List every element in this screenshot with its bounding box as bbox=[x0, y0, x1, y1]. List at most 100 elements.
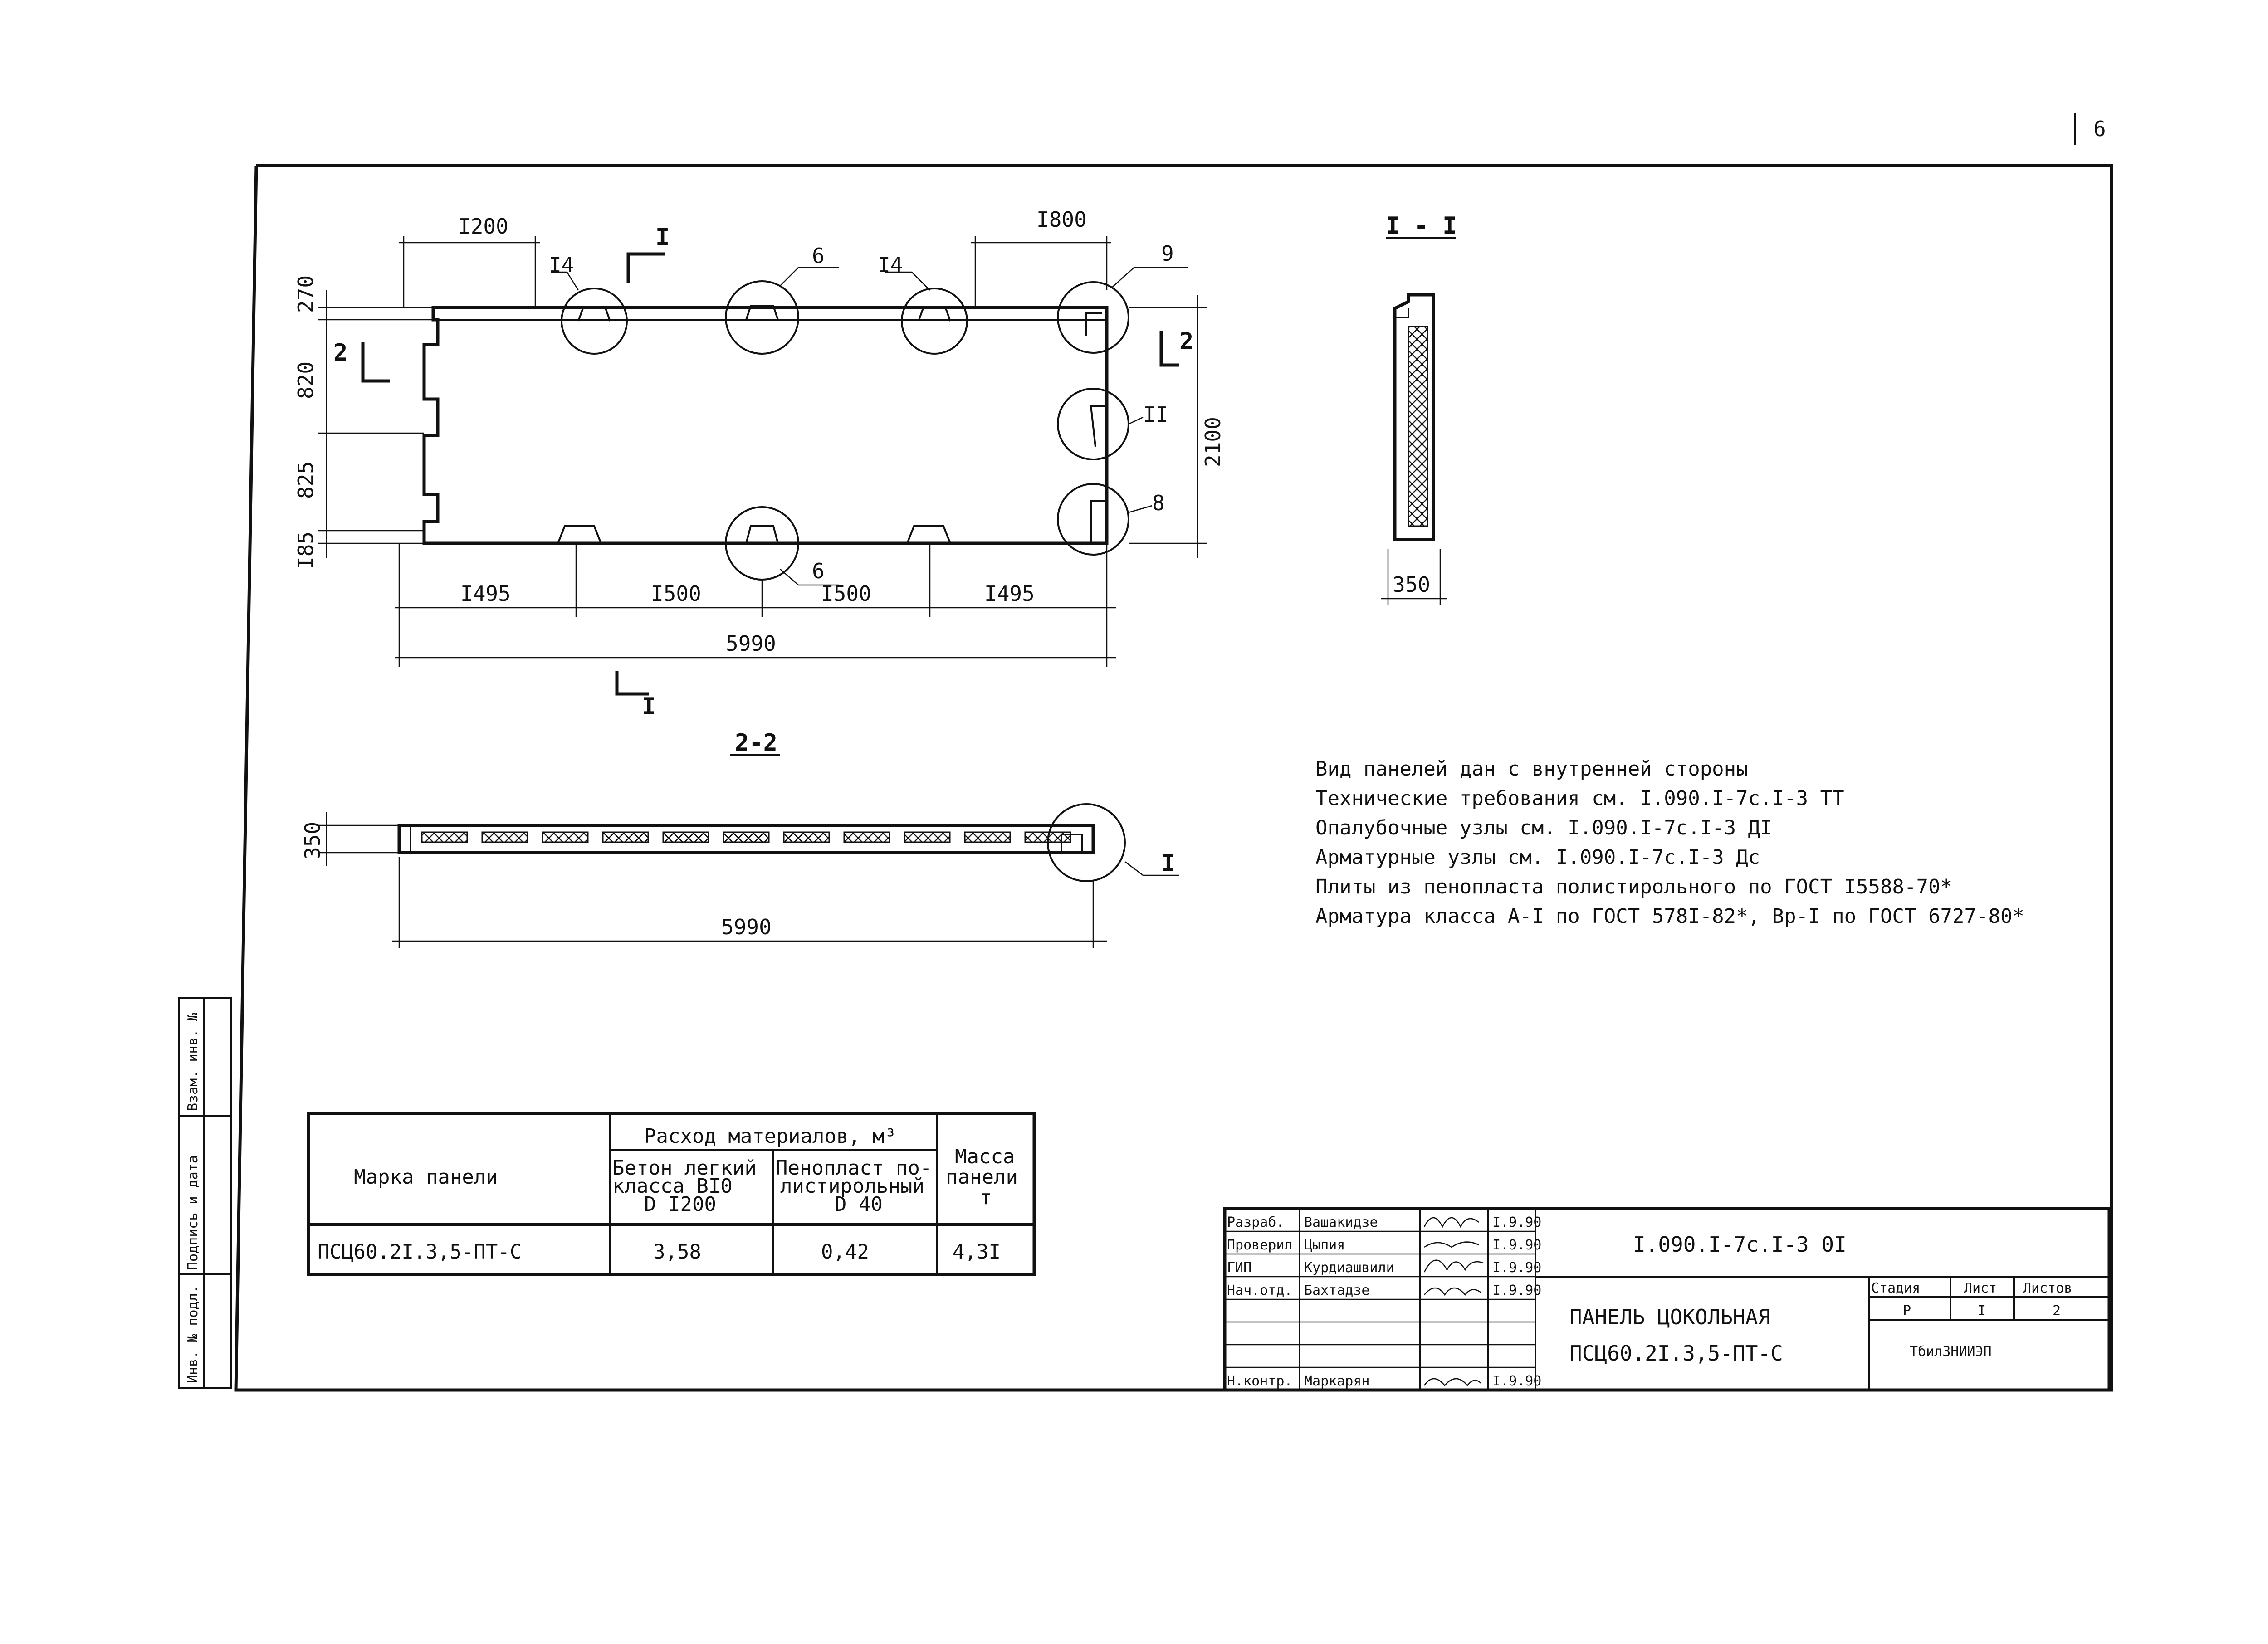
date-3: I.9.90 bbox=[1492, 1283, 1541, 1298]
sheets-header: Листов bbox=[2023, 1280, 2072, 1296]
inv-no-label: Инв. № подл. bbox=[185, 1285, 201, 1383]
sheet-header: Лист bbox=[1964, 1280, 1997, 1296]
dim-bottom-1: I495 bbox=[460, 581, 511, 606]
note-1: Вид панелей дан с внутренней стороны bbox=[1315, 757, 1748, 781]
foam-block bbox=[843, 831, 890, 843]
dim-overall: 5990 bbox=[726, 631, 776, 656]
foam-block bbox=[662, 831, 709, 843]
name-6: Маркарян bbox=[1304, 1373, 1370, 1389]
section-1-1-width: 350 bbox=[1393, 572, 1430, 597]
callout-circle-14-right bbox=[901, 288, 968, 355]
doc-code: I.090.I-7c.I-3 0I bbox=[1633, 1232, 1847, 1257]
section-2-2-title: 2-2 bbox=[735, 729, 777, 756]
callout-9: 9 bbox=[1161, 241, 1174, 266]
header-mark: Марка панели bbox=[354, 1166, 498, 1189]
dim-825: 825 bbox=[293, 461, 318, 499]
header-concrete-2: класса BI0 bbox=[612, 1175, 733, 1198]
foam-block bbox=[964, 831, 1011, 843]
dim-bottom-2: I500 bbox=[651, 581, 701, 606]
foam-blocks bbox=[421, 831, 1071, 843]
callout-14-left: I4 bbox=[549, 253, 574, 277]
dim-185: I85 bbox=[293, 532, 318, 569]
section-2-2-length: 5990 bbox=[721, 915, 772, 939]
foam-block bbox=[481, 831, 528, 843]
note-5: Плиты из пенопласта полистирольного по Г… bbox=[1315, 875, 1952, 898]
section-2-2-callout: I bbox=[1161, 849, 1175, 877]
org-name: ТбилЗНИИЭП bbox=[1910, 1344, 1992, 1360]
sheet-frame-left bbox=[234, 165, 258, 1390]
section-mark-top: I bbox=[655, 224, 670, 251]
note-4: Арматурные узлы см. I.090.I-7c.I-3 Дc bbox=[1315, 846, 1760, 869]
foam-block bbox=[421, 831, 468, 843]
row-mass: 4,3I bbox=[953, 1240, 1001, 1263]
name-0: Вашакидзе bbox=[1304, 1215, 1378, 1230]
replace-inv-label: Взам. инв. № bbox=[185, 1013, 201, 1111]
section-2-2-height: 350 bbox=[300, 822, 325, 859]
note-2: Технические требования см. I.090.I-7c.I-… bbox=[1315, 787, 1844, 810]
callout-6-bottom: 6 bbox=[812, 559, 825, 583]
header-foam-3: D 40 bbox=[835, 1193, 883, 1216]
stage-value: Р bbox=[1903, 1303, 1911, 1319]
callout-circle-section-2-2 bbox=[1047, 803, 1126, 882]
header-concrete-3: D I200 bbox=[644, 1193, 716, 1216]
title-line-1: ПАНЕЛЬ ЦОКОЛЬНАЯ bbox=[1569, 1305, 1770, 1329]
role-6: Н.контр. bbox=[1227, 1373, 1293, 1389]
signature-0 bbox=[1423, 1217, 1479, 1228]
callout-14-right: I4 bbox=[878, 253, 903, 277]
dim-bottom-3: I500 bbox=[821, 581, 871, 606]
section-2-2: 2-2 I 350 5990 bbox=[300, 729, 1179, 948]
panel-plan: I4 6 I4 9 II 8 6 I I 2 2 I200 I800 bbox=[293, 207, 1225, 720]
foam-block bbox=[602, 831, 649, 843]
callout-6-top: 6 bbox=[812, 244, 825, 268]
signature-3 bbox=[1424, 1287, 1481, 1296]
role-1: Проверил bbox=[1227, 1237, 1293, 1253]
dim-820: 820 bbox=[293, 361, 318, 399]
callout-11: II bbox=[1143, 402, 1168, 427]
signature-2 bbox=[1423, 1259, 1484, 1273]
section-2-mark-right: 2 bbox=[1179, 328, 1193, 355]
callout-circle-9 bbox=[1057, 281, 1129, 354]
section-mark-bottom: I bbox=[642, 693, 656, 720]
callout-circle-14-left bbox=[561, 288, 628, 355]
stage-header: Стадия bbox=[1871, 1280, 1920, 1296]
header-mass-2: панели bbox=[946, 1166, 1018, 1189]
name-1: Цыпия bbox=[1304, 1237, 1345, 1253]
sheet-value: I bbox=[1978, 1303, 1986, 1319]
note-6: Арматура класса А-I по ГОСТ 578I-82*, Вр… bbox=[1315, 905, 2024, 928]
sign-date-label: Подпись и дата bbox=[185, 1155, 201, 1270]
signature-6 bbox=[1423, 1378, 1481, 1387]
header-concrete-1: Бетон легкий bbox=[612, 1156, 757, 1180]
row-foam: 0,42 bbox=[821, 1240, 869, 1263]
foam-block bbox=[542, 831, 589, 843]
sheet-frame bbox=[234, 164, 2113, 1392]
callout-circle-8-bottom bbox=[1057, 483, 1129, 556]
callout-circle-6-bottom bbox=[725, 506, 799, 581]
date-0: I.9.90 bbox=[1492, 1215, 1541, 1230]
header-mass-1: Масса bbox=[955, 1145, 1015, 1168]
row-concrete: 3,58 bbox=[653, 1240, 701, 1263]
callout-8-bottom: 8 bbox=[1152, 491, 1165, 515]
header-foam-1: Пенопласт по- bbox=[776, 1156, 932, 1180]
row-mark: ПСЦ60.2I.3,5-ПТ-С bbox=[318, 1240, 522, 1263]
sheets-value: 2 bbox=[2053, 1303, 2061, 1319]
section-2-mark-left: 2 bbox=[333, 339, 347, 366]
header-group: Расход материалов, м³ bbox=[644, 1125, 896, 1148]
callout-circle-6-top bbox=[725, 280, 799, 355]
section-1-1: I - I 350 bbox=[1381, 212, 1457, 605]
notes: Вид панелей дан с внутренней стороны Тех… bbox=[1315, 757, 2024, 928]
date-2: I.9.90 bbox=[1492, 1260, 1541, 1276]
title-line-2: ПСЦ60.2I.3,5-ПТ-С bbox=[1569, 1341, 1783, 1366]
dim-top-left: I200 bbox=[458, 214, 508, 239]
signature-1 bbox=[1424, 1241, 1479, 1248]
role-2: ГИП bbox=[1227, 1260, 1251, 1276]
title-block: Разраб. Проверил ГИП Нач.отд. Н.контр. В… bbox=[1223, 1207, 2111, 1392]
name-3: Бахтадзе bbox=[1304, 1283, 1370, 1298]
role-3: Нач.отд. bbox=[1227, 1283, 1293, 1298]
role-0: Разраб. bbox=[1227, 1215, 1284, 1230]
date-6: I.9.90 bbox=[1492, 1373, 1541, 1389]
page-number: 6 bbox=[2093, 117, 2106, 141]
dim-bottom-4: I495 bbox=[984, 581, 1035, 606]
foam-block bbox=[783, 831, 830, 843]
date-1: I.9.90 bbox=[1492, 1237, 1541, 1253]
